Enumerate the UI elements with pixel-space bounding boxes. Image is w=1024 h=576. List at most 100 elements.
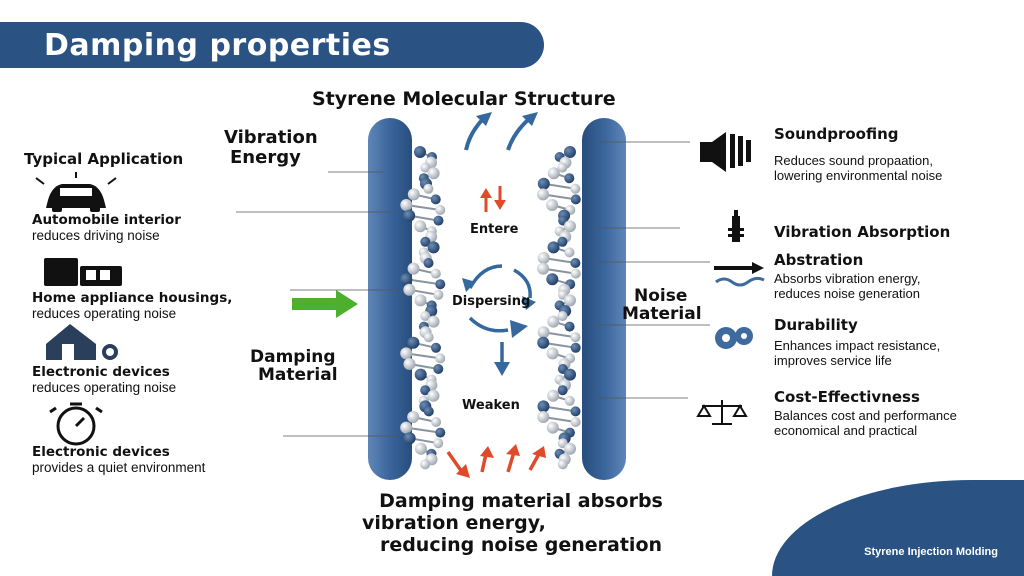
molecule-atom <box>570 258 581 268</box>
molecule-atom <box>537 326 550 339</box>
top-arrow-head-2 <box>522 112 538 126</box>
molecule-atom <box>557 236 568 247</box>
scale-icon <box>696 400 748 425</box>
molecule-atom <box>430 342 441 353</box>
application-item: Home appliance housings, reduces operati… <box>32 290 233 321</box>
molecule-atom <box>557 385 568 396</box>
molecule-atom <box>546 273 559 286</box>
molecule-atom <box>423 332 434 343</box>
noise-column <box>582 118 626 480</box>
molecule-atom <box>423 406 434 417</box>
appliance-icon <box>44 258 122 286</box>
molecule-atom <box>403 283 416 296</box>
molecule-atom <box>407 262 420 275</box>
dispersing-label: Dispersing <box>452 294 531 309</box>
molecule-atom <box>407 336 420 349</box>
molecule-atom <box>403 432 416 445</box>
property-item: Cost-Effectivness Balances cost and perf… <box>774 388 957 438</box>
molecule-atom <box>400 199 413 211</box>
molecule-atom <box>414 146 426 158</box>
molecule-atom <box>564 395 575 406</box>
molecule-atom <box>570 342 581 353</box>
molecule-atom <box>537 262 550 275</box>
molecule-atom <box>546 199 559 211</box>
molecule-atom <box>431 417 442 427</box>
car-icon <box>35 172 117 212</box>
entere-label: Entere <box>470 222 519 237</box>
molecule-atom <box>570 268 581 279</box>
molecule-atom <box>557 162 568 173</box>
molecule-atom <box>407 188 420 201</box>
bottom-red-arrows <box>446 450 542 474</box>
molecule-atom <box>546 421 559 434</box>
molecule-atom <box>563 220 576 233</box>
molecule-atom <box>557 311 568 321</box>
structure-title: Styrene Molecular Structure <box>312 88 616 110</box>
title-banner: Damping properties <box>0 22 544 68</box>
molecule-atom <box>435 427 446 438</box>
molecule-atom <box>570 183 581 194</box>
property-item: Durability Enhances impact resistance, i… <box>774 316 941 368</box>
damping-column <box>368 118 412 480</box>
molecule-atom <box>435 279 446 290</box>
speaker-icon <box>700 132 751 172</box>
molecule-atom <box>563 146 576 158</box>
molecule-atom <box>433 215 444 226</box>
molecule-atom <box>420 162 431 173</box>
molecule-atom <box>537 400 550 413</box>
molecule-atom <box>407 411 420 423</box>
house-device-icon <box>46 324 118 360</box>
molecule-atom <box>547 315 560 328</box>
molecule-atom <box>414 220 427 233</box>
molecule-atom <box>433 289 444 300</box>
red-pair-arrows <box>480 186 506 212</box>
down-arrow <box>494 362 510 376</box>
molecule-atom <box>547 389 560 402</box>
damper-icon <box>728 210 744 242</box>
molecule-atom <box>403 358 416 370</box>
molecule-atom <box>430 194 441 205</box>
application-item: Electronic devices reduces operating noi… <box>32 364 177 395</box>
molecule-atom <box>570 406 581 417</box>
molecule-atom <box>563 442 576 455</box>
vibration-energy-label: Vibration Energy <box>224 127 318 168</box>
top-arrow-head-1 <box>476 112 492 126</box>
application-item: Automobile interior reduces driving nois… <box>32 212 181 243</box>
molecule-atom <box>537 252 550 264</box>
molecule-atom <box>563 294 576 307</box>
molecule-chain-right <box>537 146 581 470</box>
molecule-atom <box>427 167 440 180</box>
molecule-atom <box>537 177 550 190</box>
molecule-atom <box>570 417 581 427</box>
molecule-atom <box>537 336 550 349</box>
molecule-atom <box>427 389 440 402</box>
molecule-atom <box>423 258 434 268</box>
wave-arrow-icon <box>714 262 765 287</box>
molecule-atom <box>420 311 431 321</box>
application-item: Electronic devices provides a quiet envi… <box>32 444 206 475</box>
molecule-atom <box>423 183 434 194</box>
damping-material-label: Damping Material <box>250 347 338 385</box>
molecule-atom <box>414 442 427 455</box>
molecule-atom <box>433 364 444 374</box>
molecule-atom <box>546 347 559 360</box>
property-item: Abstration Absorbs vibration energy, red… <box>774 251 921 301</box>
page-title: Damping properties <box>44 27 391 63</box>
corner-label: Styrene Injection Molding <box>864 546 998 558</box>
molecule-atom <box>557 459 568 470</box>
molecule-atom <box>414 294 427 307</box>
molecule-atom <box>563 368 576 381</box>
stopwatch-icon <box>49 402 103 446</box>
weaken-label: Weaken <box>462 398 520 413</box>
molecule-atom <box>420 236 431 247</box>
molecule-atom <box>403 209 416 222</box>
property-item: Vibration Absorption <box>774 223 951 241</box>
molecule-atom <box>547 167 560 180</box>
green-arrow-head <box>336 290 358 318</box>
bottom-caption: Damping material absorbs vibration energ… <box>362 490 663 556</box>
molecule-atom <box>537 411 550 423</box>
molecule-atom <box>400 421 413 434</box>
molecule-atom <box>427 315 440 328</box>
molecule-atom <box>564 247 575 258</box>
